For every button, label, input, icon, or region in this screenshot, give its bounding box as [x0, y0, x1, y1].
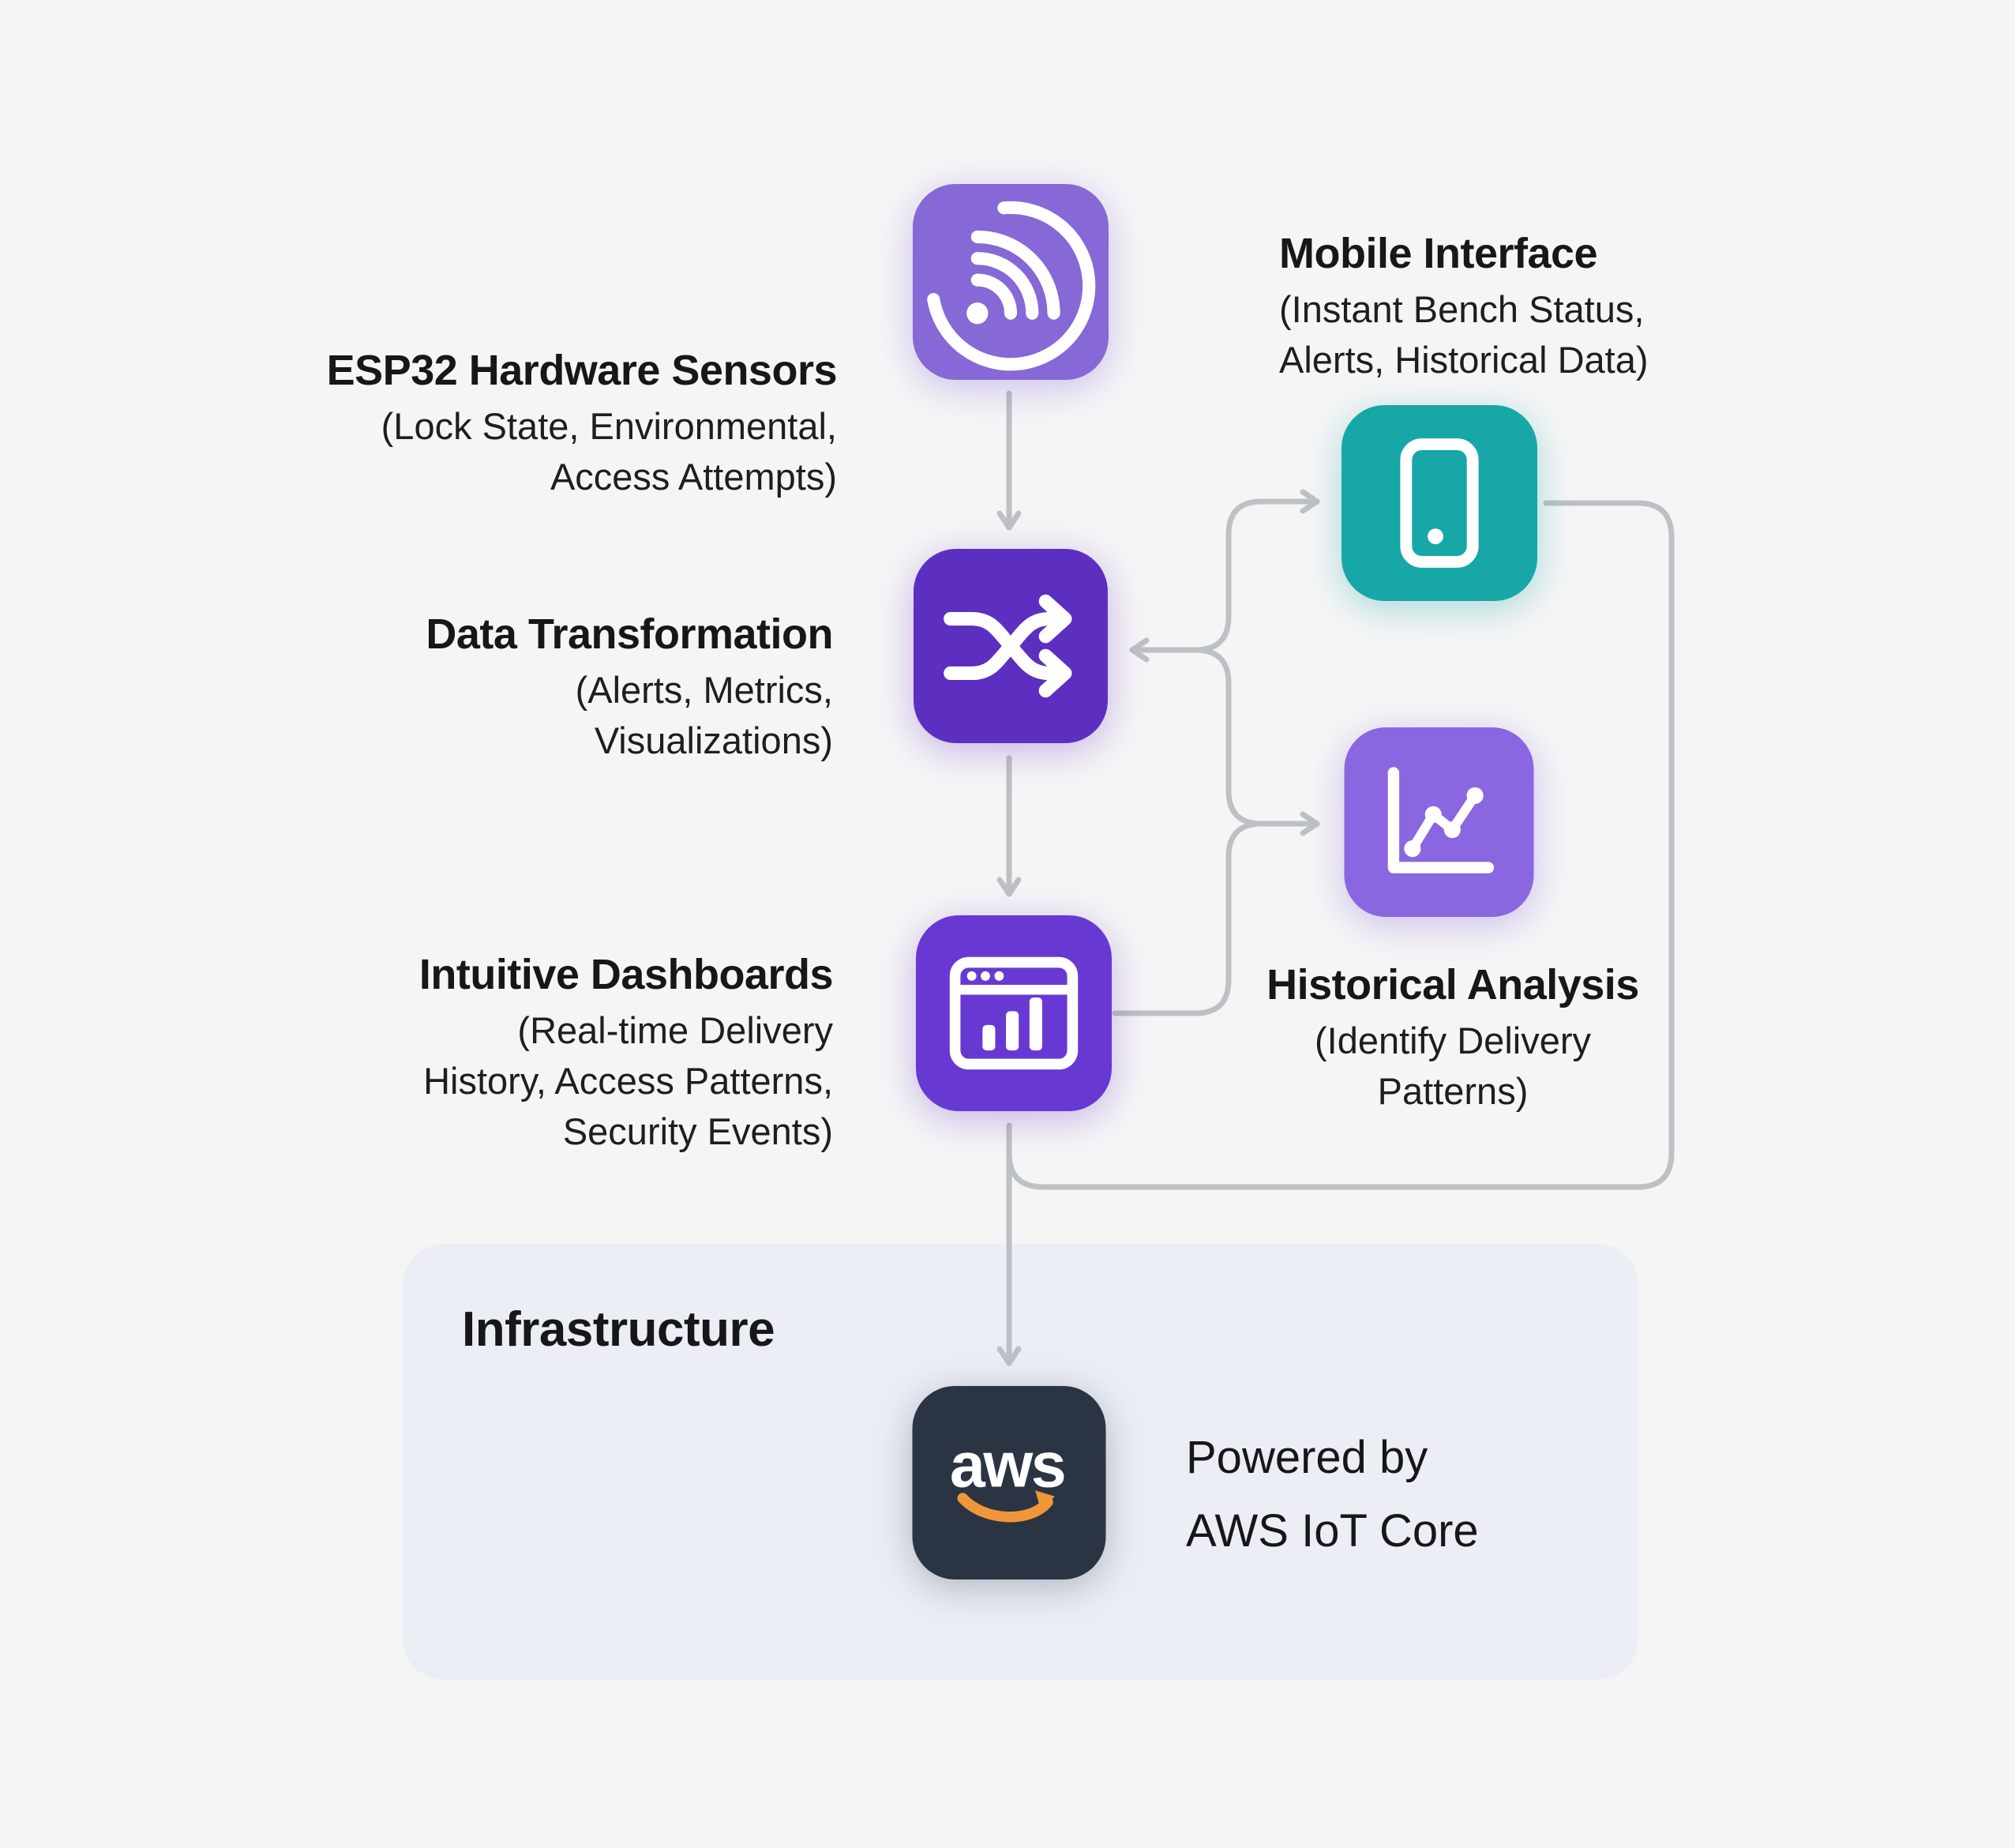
loop-dashboards-to-mobile — [1006, 500, 1675, 1190]
mobile-subtitle-line: (Instant Bench Status, — [1279, 287, 1645, 330]
dashboards-title: Intuitive Dashboards — [418, 951, 834, 998]
branch-to-historical — [1192, 647, 1320, 836]
transform-subtitle-line: Visualizations) — [594, 719, 833, 761]
powered-by-caption: Powered by AWS IoT Core — [1186, 1422, 1479, 1568]
historical-label-block: Historical Analysis (Identify Delivery P… — [1232, 960, 1674, 1117]
mobile-title: Mobile Interface — [1279, 230, 1598, 277]
dashboards-subtitle-line: History, Access Patterns, — [423, 1059, 833, 1102]
dashboard-icon — [949, 956, 1079, 1070]
aws-iot-core-line: AWS IoT Core — [1186, 1504, 1479, 1557]
aws-logo-icon: aws — [950, 1429, 1067, 1523]
esp32-subtitle-line: (Lock State, Environmental, — [381, 404, 837, 447]
powered-by-line: Powered by — [1186, 1432, 1428, 1483]
esp32-tile — [913, 184, 1109, 380]
esp32-wifi-icon — [927, 201, 1096, 371]
dashboards-subtitle-line: Security Events) — [562, 1110, 833, 1152]
esp32-subtitle-line: Access Attempts) — [550, 455, 837, 498]
aws-tile: aws — [912, 1386, 1106, 1579]
dashboards-subtitle-line: (Real-time Delivery — [517, 1009, 833, 1051]
line-chart-icon — [1387, 767, 1495, 873]
historical-title: Historical Analysis — [1266, 961, 1639, 1009]
mobile-subtitle-line: Alerts, Historical Data) — [1279, 338, 1649, 381]
transform-label-block: Data Transformation (Alerts, Metrics, Vi… — [233, 610, 833, 766]
smartphone-icon — [1400, 438, 1479, 568]
branch-tail-from-dashboards — [1112, 821, 1265, 1016]
transform-tile — [914, 549, 1108, 743]
historical-tile — [1344, 727, 1534, 917]
dashboards-label-block: Intuitive Dashboards (Real-time Delivery… — [201, 950, 834, 1156]
esp32-label-block: ESP32 Hardware Sensors (Lock State, Envi… — [237, 346, 838, 502]
infrastructure-label: Infrastructure — [462, 1302, 775, 1357]
mobile-tile — [1341, 405, 1537, 601]
transform-title: Data Transformation — [426, 610, 833, 658]
svg-text:aws: aws — [950, 1429, 1064, 1501]
esp32-title: ESP32 Hardware Sensors — [326, 347, 838, 394]
transform-subtitle-line: (Alerts, Metrics, — [575, 668, 833, 711]
shuffle-icon — [944, 594, 1072, 698]
dashboards-tile — [916, 915, 1112, 1111]
branch-to-mobile-and-transform — [1129, 489, 1320, 663]
historical-subtitle-line: (Identify Delivery — [1315, 1019, 1591, 1061]
historical-subtitle-line: Patterns) — [1377, 1069, 1529, 1112]
mobile-label-block: Mobile Interface (Instant Bench Status, … — [1279, 229, 1848, 385]
